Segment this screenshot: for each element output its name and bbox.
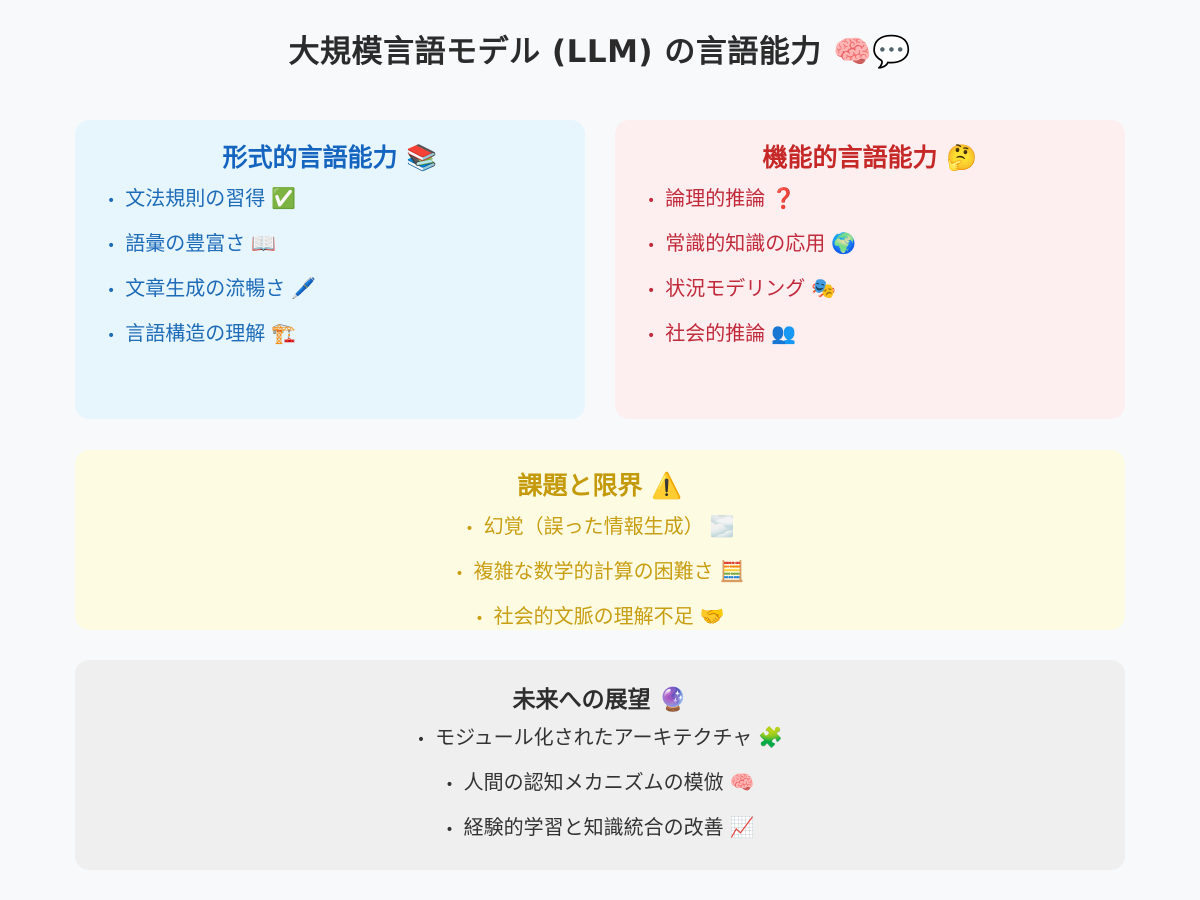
list-item-emoji-icon: 🧩 <box>758 725 784 749</box>
list-item: • 経験的学習と知識統合の改善📈 <box>75 805 1125 850</box>
list-item-emoji-icon: 🌫️ <box>709 514 735 538</box>
challenges-card: 課題と限界 ⚠️ • 幻覚（誤った情報生成）🌫️ • 複雑な数学的計算の困難さ🧮 • 社会… <box>75 450 1125 630</box>
list-item-emoji-icon: ✅ <box>271 186 297 210</box>
list-item-emoji-icon: 🧠 <box>729 770 755 794</box>
list-item: • 人間の認知メカニズムの模倣🧠 <box>75 760 1125 805</box>
bullet-icon: • <box>107 283 116 299</box>
list-item: • 常識的知識の応用🌍 <box>647 221 1125 266</box>
page-title: 大規模言語モデル (LLM) の言語能力 🧠💬 <box>288 34 912 70</box>
bullet-icon: • <box>647 283 656 299</box>
list-item-emoji-icon: 🎭 <box>811 276 837 300</box>
challenges-list: • 幻覚（誤った情報生成）🌫️ • 複雑な数学的計算の困難さ🧮 • 社会的文脈の理解不足🤝 <box>75 504 1125 639</box>
functional-ability-card: 機能的言語能力 🤔 • 論理的推論❓ • 常識的知識の応用🌍 • 状況モデリング🎭 • 社会的… <box>615 120 1125 419</box>
formal-ability-card: 形式的言語能力 📚 • 文法規則の習得✅ • 語彙の豊富さ📖 • 文章生成の流暢さ🖊️ • 言… <box>75 120 585 419</box>
list-item-text: 文法規則の習得 <box>125 186 266 210</box>
bullet-icon: • <box>107 238 116 254</box>
list-item: • 言語構造の理解🏗️ <box>107 311 585 356</box>
bullet-icon: • <box>107 193 116 209</box>
list-item-text: 文章生成の流暢さ <box>125 276 286 300</box>
formal-ability-list: • 文法規則の習得✅ • 語彙の豊富さ📖 • 文章生成の流暢さ🖊️ • 言語構造の理解🏗️ <box>107 176 585 356</box>
list-item-text: 言語構造の理解 <box>125 321 266 345</box>
list-item-text: 幻覚（誤った情報生成） <box>483 514 704 538</box>
list-item: • 幻覚（誤った情報生成）🌫️ <box>75 504 1125 549</box>
list-item-text: 論理的推論 <box>665 186 766 210</box>
list-item: • 社会的文脈の理解不足🤝 <box>75 594 1125 639</box>
list-item-emoji-icon: 🤝 <box>699 604 725 628</box>
list-item-emoji-icon: 📈 <box>729 815 755 839</box>
list-item-text: 複雑な数学的計算の困難さ <box>473 559 714 583</box>
list-item-text: 経験的学習と知識統合の改善 <box>463 815 724 839</box>
list-item: • 語彙の豊富さ📖 <box>107 221 585 266</box>
list-item-emoji-icon: 🌍 <box>831 231 857 255</box>
list-item: • 状況モデリング🎭 <box>647 266 1125 311</box>
bullet-icon: • <box>647 328 656 344</box>
future-outlook-card: 未来への展望 🔮 • モジュール化されたアーキテクチャ🧩 • 人間の認知メカニズムの模… <box>75 660 1125 870</box>
list-item: • 複雑な数学的計算の困難さ🧮 <box>75 549 1125 594</box>
list-item-text: モジュール化されたアーキテクチャ <box>435 725 753 749</box>
list-item-emoji-icon: 🖊️ <box>291 276 317 300</box>
bullet-icon: • <box>647 238 656 254</box>
bullet-icon: • <box>107 328 116 344</box>
list-item-text: 語彙の豊富さ <box>125 231 246 255</box>
list-item-text: 人間の認知メカニズムの模倣 <box>463 770 724 794</box>
list-item-emoji-icon: 📖 <box>251 231 277 255</box>
list-item-emoji-icon: 🏗️ <box>271 321 297 345</box>
list-item-text: 社会的推論 <box>665 321 766 345</box>
list-item: • 論理的推論❓ <box>647 176 1125 221</box>
list-item-text: 常識的知識の応用 <box>665 231 826 255</box>
future-outlook-title: 未来への展望 🔮 <box>512 687 688 713</box>
bullet-icon: • <box>455 566 464 582</box>
bullet-icon: • <box>647 193 656 209</box>
bullet-icon: • <box>416 732 426 748</box>
functional-ability-title: 機能的言語能力 🤔 <box>762 143 978 172</box>
formal-ability-title: 形式的言語能力 📚 <box>222 143 438 172</box>
bullet-icon: • <box>475 611 484 627</box>
list-item: • 社会的推論👥 <box>647 311 1125 356</box>
challenges-title: 課題と限界 ⚠️ <box>517 471 683 500</box>
list-item: • 文章生成の流暢さ🖊️ <box>107 266 585 311</box>
functional-ability-list: • 論理的推論❓ • 常識的知識の応用🌍 • 状況モデリング🎭 • 社会的推論👥 <box>647 176 1125 356</box>
list-item-text: 社会的文脈の理解不足 <box>493 604 694 628</box>
list-item: • モジュール化されたアーキテクチャ🧩 <box>75 715 1125 760</box>
bullet-icon: • <box>445 777 454 793</box>
list-item-emoji-icon: 👥 <box>771 321 797 345</box>
bullet-icon: • <box>445 822 454 838</box>
future-outlook-list: • モジュール化されたアーキテクチャ🧩 • 人間の認知メカニズムの模倣🧠 • 経験的学習と… <box>75 715 1125 850</box>
list-item: • 文法規則の習得✅ <box>107 176 585 221</box>
list-item-text: 状況モデリング <box>665 276 806 300</box>
bullet-icon: • <box>465 521 474 537</box>
list-item-emoji-icon: ❓ <box>771 186 797 210</box>
list-item-emoji-icon: 🧮 <box>719 559 745 583</box>
